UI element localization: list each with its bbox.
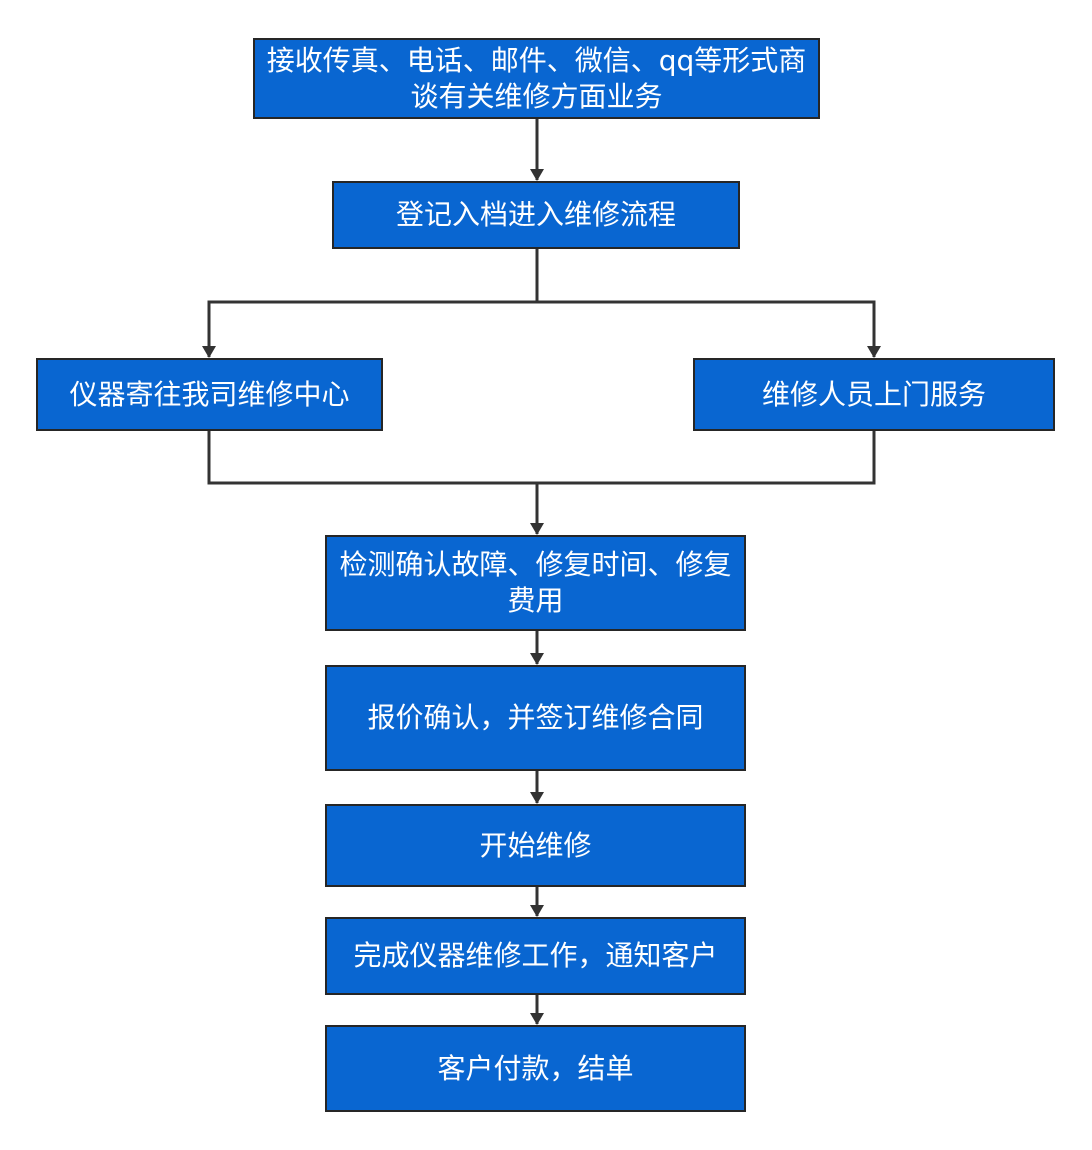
step-receive-inquiry-label: 接收传真、电话、邮件、微信、qq等形式商谈有关维修方面业务 <box>266 43 807 113</box>
connector-n2-n4 <box>537 300 881 358</box>
step-receive-inquiry: 接收传真、电话、邮件、微信、qq等形式商谈有关维修方面业务 <box>253 38 820 119</box>
step-start-repair: 开始维修 <box>325 804 746 887</box>
step-quote-contract: 报价确认，并签订维修合同 <box>325 665 746 771</box>
step-onsite-service: 维修人员上门服务 <box>693 358 1055 431</box>
step-start-repair-label: 开始维修 <box>479 828 592 862</box>
step-register-file: 登记入档进入维修流程 <box>332 181 740 249</box>
step-diagnose: 检测确认故障、修复时间、修复费用 <box>325 535 746 631</box>
connector-n2-n3 <box>202 249 539 358</box>
step-complete-notify: 完成仪器维修工作，通知客户 <box>325 917 746 995</box>
step-ship-to-service-center-label: 仪器寄往我司维修中心 <box>69 377 350 411</box>
step-payment-close: 客户付款，结单 <box>325 1025 746 1112</box>
step-complete-notify-label: 完成仪器维修工作，通知客户 <box>353 939 718 972</box>
step-diagnose-label: 检测确认故障、修复时间、修复费用 <box>339 548 732 617</box>
step-register-file-label: 登记入档进入维修流程 <box>395 198 676 231</box>
connector-n3-merge <box>207 431 537 485</box>
step-quote-contract-label: 报价确认，并签订维修合同 <box>367 701 704 734</box>
step-ship-to-service-center: 仪器寄往我司维修中心 <box>36 358 383 431</box>
step-payment-close-label: 客户付款，结单 <box>437 1051 634 1085</box>
step-onsite-service-label: 维修人员上门服务 <box>761 377 986 411</box>
connector-n4-merge <box>537 431 876 485</box>
